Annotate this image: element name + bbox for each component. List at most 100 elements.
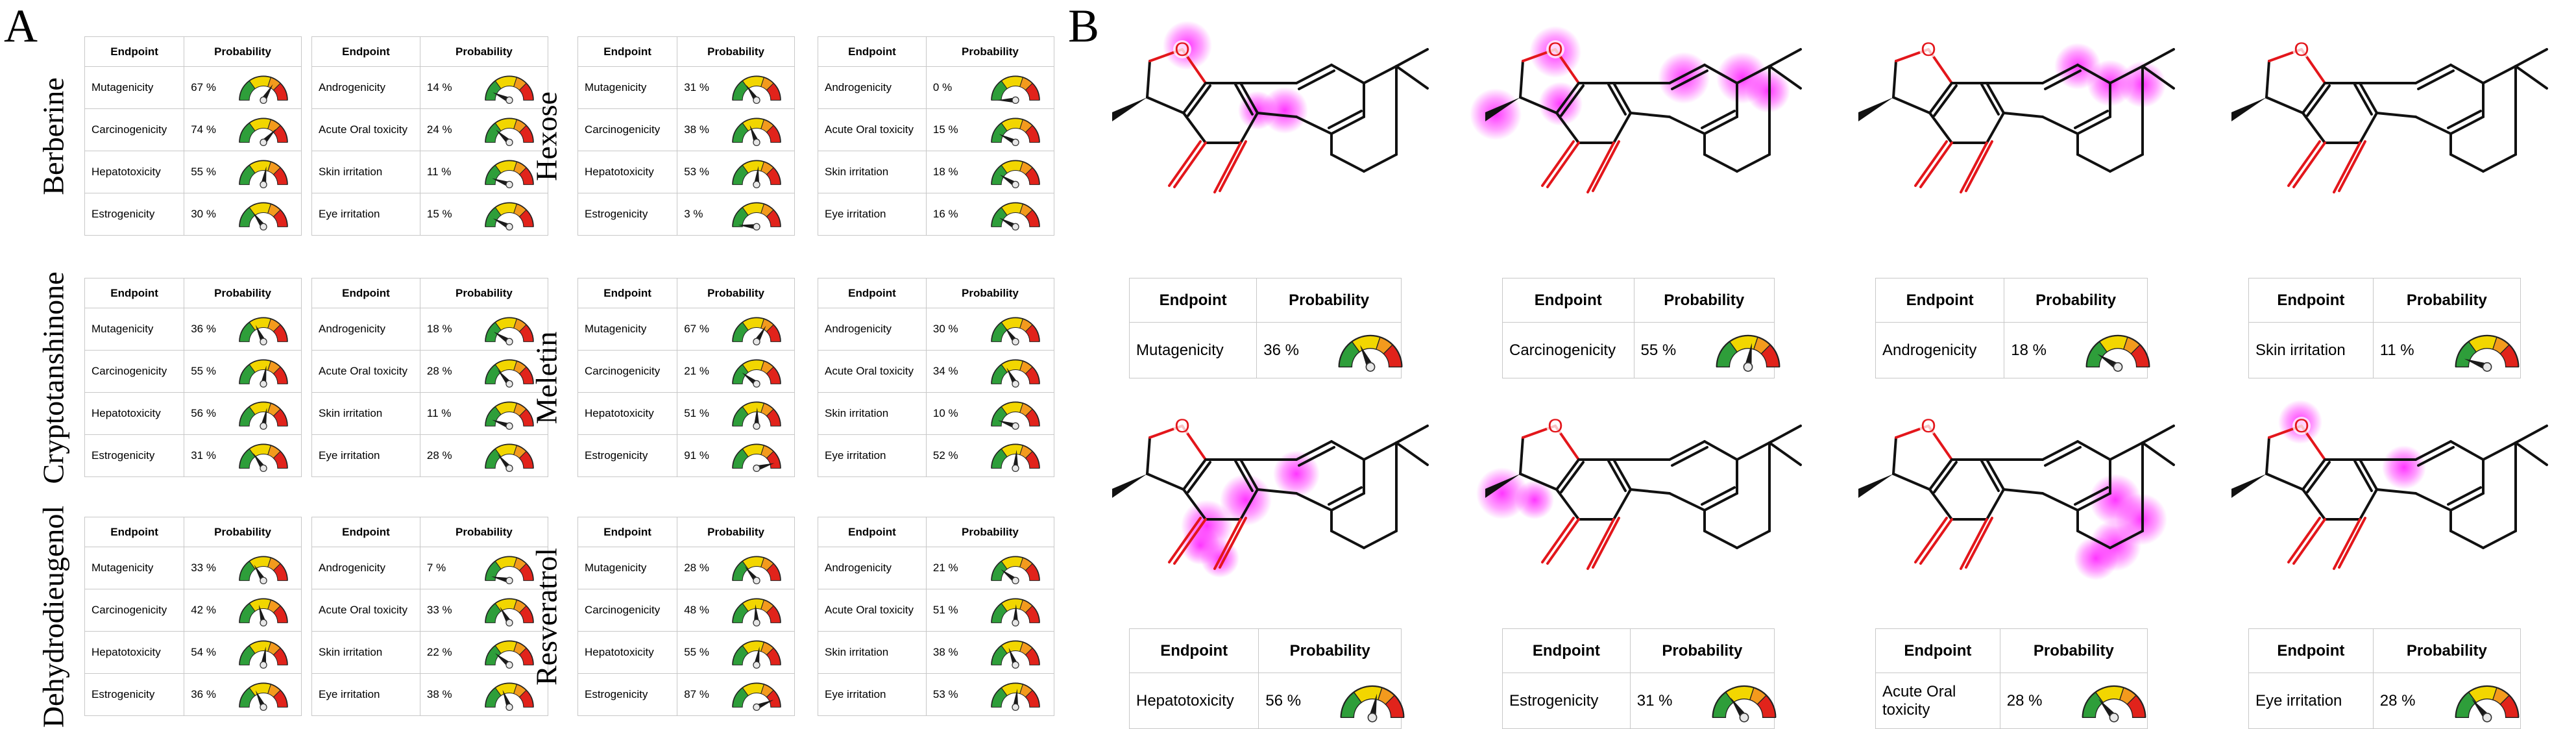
oxygen-atom-label: O — [1548, 415, 1562, 437]
probability-gauge-icon — [732, 682, 781, 711]
probability-value: 36 % — [1263, 341, 1299, 359]
column-header-endpoint: Endpoint — [577, 278, 678, 308]
column-header-endpoint: Endpoint — [311, 278, 420, 308]
table-row: Acute Oral toxicity 51 % — [818, 589, 1055, 632]
probability-cell: 55 % — [184, 151, 302, 193]
oxygen-atom-label: O — [1548, 39, 1562, 60]
highlight-blob — [1476, 467, 1528, 519]
endpoint-cell: Mutagenicity — [577, 547, 678, 589]
endpoint-cell: Eye irritation — [818, 673, 927, 716]
column-header-endpoint: Endpoint — [1875, 628, 2000, 673]
endpoint-cell: Acute Oral toxicity — [311, 589, 420, 632]
probability-value: 18 % — [932, 166, 958, 178]
column-header-probability: Probability — [419, 278, 549, 308]
probability-value: 36 % — [191, 688, 216, 700]
molecule-structure: O — [1858, 39, 2175, 193]
probability-cell: 33 % — [419, 589, 549, 632]
probability-value: 14 % — [426, 81, 452, 93]
probability-cell: 36 % — [1256, 322, 1403, 378]
probability-cell: 42 % — [184, 589, 302, 632]
endpoint-cell: Skin irritation — [818, 631, 927, 674]
gauge-needle — [492, 419, 511, 429]
probability-cell: 36 % — [184, 673, 302, 716]
column-header-probability: Probability — [419, 517, 549, 547]
probability-cell: 91 % — [677, 434, 795, 477]
column-header-endpoint: Endpoint — [84, 278, 185, 308]
probability-cell: 34 % — [925, 350, 1055, 393]
endpoint-cell: Skin irritation — [311, 631, 420, 674]
gauge-needle — [754, 647, 760, 665]
column-header-endpoint: Endpoint — [818, 517, 927, 547]
column-header-probability: Probability — [184, 36, 302, 67]
probability-gauge-icon — [485, 556, 534, 584]
compound-name: Hexose — [529, 92, 563, 181]
panel-a-label: A — [4, 0, 38, 52]
endpoint-cell: Skin irritation — [311, 151, 420, 193]
gauge-needle — [259, 604, 267, 624]
endpoint-cell: Acute Oral toxicity — [1875, 673, 2000, 729]
gauge-needle — [2464, 358, 2488, 370]
probability-value: 31 % — [191, 449, 216, 462]
probability-value: 55 % — [191, 166, 216, 178]
molecule-structure: O — [2231, 400, 2548, 570]
probability-gauge-icon — [991, 202, 1040, 230]
molecule-structure: O — [1858, 415, 2175, 580]
probability-cell: 53 % — [925, 673, 1055, 716]
gauge-needle — [261, 365, 267, 384]
endpoint-cell: Hepatotoxicity — [84, 151, 185, 193]
probability-cell: 18 % — [2004, 322, 2150, 378]
probability-gauge-icon — [991, 682, 1040, 711]
probability-cell: 11 % — [419, 151, 549, 193]
endpoint-cell: Hepatotoxicity — [84, 631, 185, 674]
endpoint-cell: Androgenicity — [311, 66, 420, 109]
probability-cell: 30 % — [925, 308, 1055, 351]
endpoint-cell: Acute Oral toxicity — [311, 108, 420, 151]
column-header-endpoint: Endpoint — [577, 36, 678, 67]
endpoint-cell: Mutagenicity — [1128, 322, 1258, 378]
column-header-probability: Probability — [1258, 628, 1402, 673]
endpoint-cell: Carcinogenicity — [577, 350, 678, 393]
probability-value: 28 % — [2379, 691, 2416, 710]
endpoint-cell: Mutagenicity — [84, 547, 185, 589]
probability-value: 28 % — [684, 562, 709, 574]
probability-value: 55 % — [1640, 341, 1677, 359]
probability-value: 3 % — [684, 208, 703, 220]
compound-name: Dehydrodieugenol — [36, 505, 70, 728]
endpoint-cell: Hepatotoxicity — [577, 631, 678, 674]
probability-gauge-icon — [991, 556, 1040, 584]
table-row: Mutagenicity 28 % — [577, 547, 795, 589]
endpoint-cell: Estrogenicity — [577, 193, 678, 236]
oxygen-atom-label: O — [1174, 39, 1189, 60]
endpoint-cell: Mutagenicity — [577, 66, 678, 109]
gauge-needle — [1744, 342, 1752, 367]
probability-gauge-icon — [991, 359, 1040, 388]
probability-cell: 56 % — [1258, 673, 1405, 729]
probability-value: 36 % — [191, 323, 216, 335]
probability-value: 51 % — [932, 604, 958, 616]
probability-cell: 15 % — [925, 108, 1055, 151]
probability-cell: 51 % — [677, 392, 795, 435]
probability-gauge-icon — [239, 682, 288, 711]
probability-value: 15 % — [426, 208, 452, 220]
endpoint-cell: Acute Oral toxicity — [818, 589, 927, 632]
probability-value: 30 % — [932, 323, 958, 335]
probability-cell: 16 % — [925, 193, 1055, 236]
